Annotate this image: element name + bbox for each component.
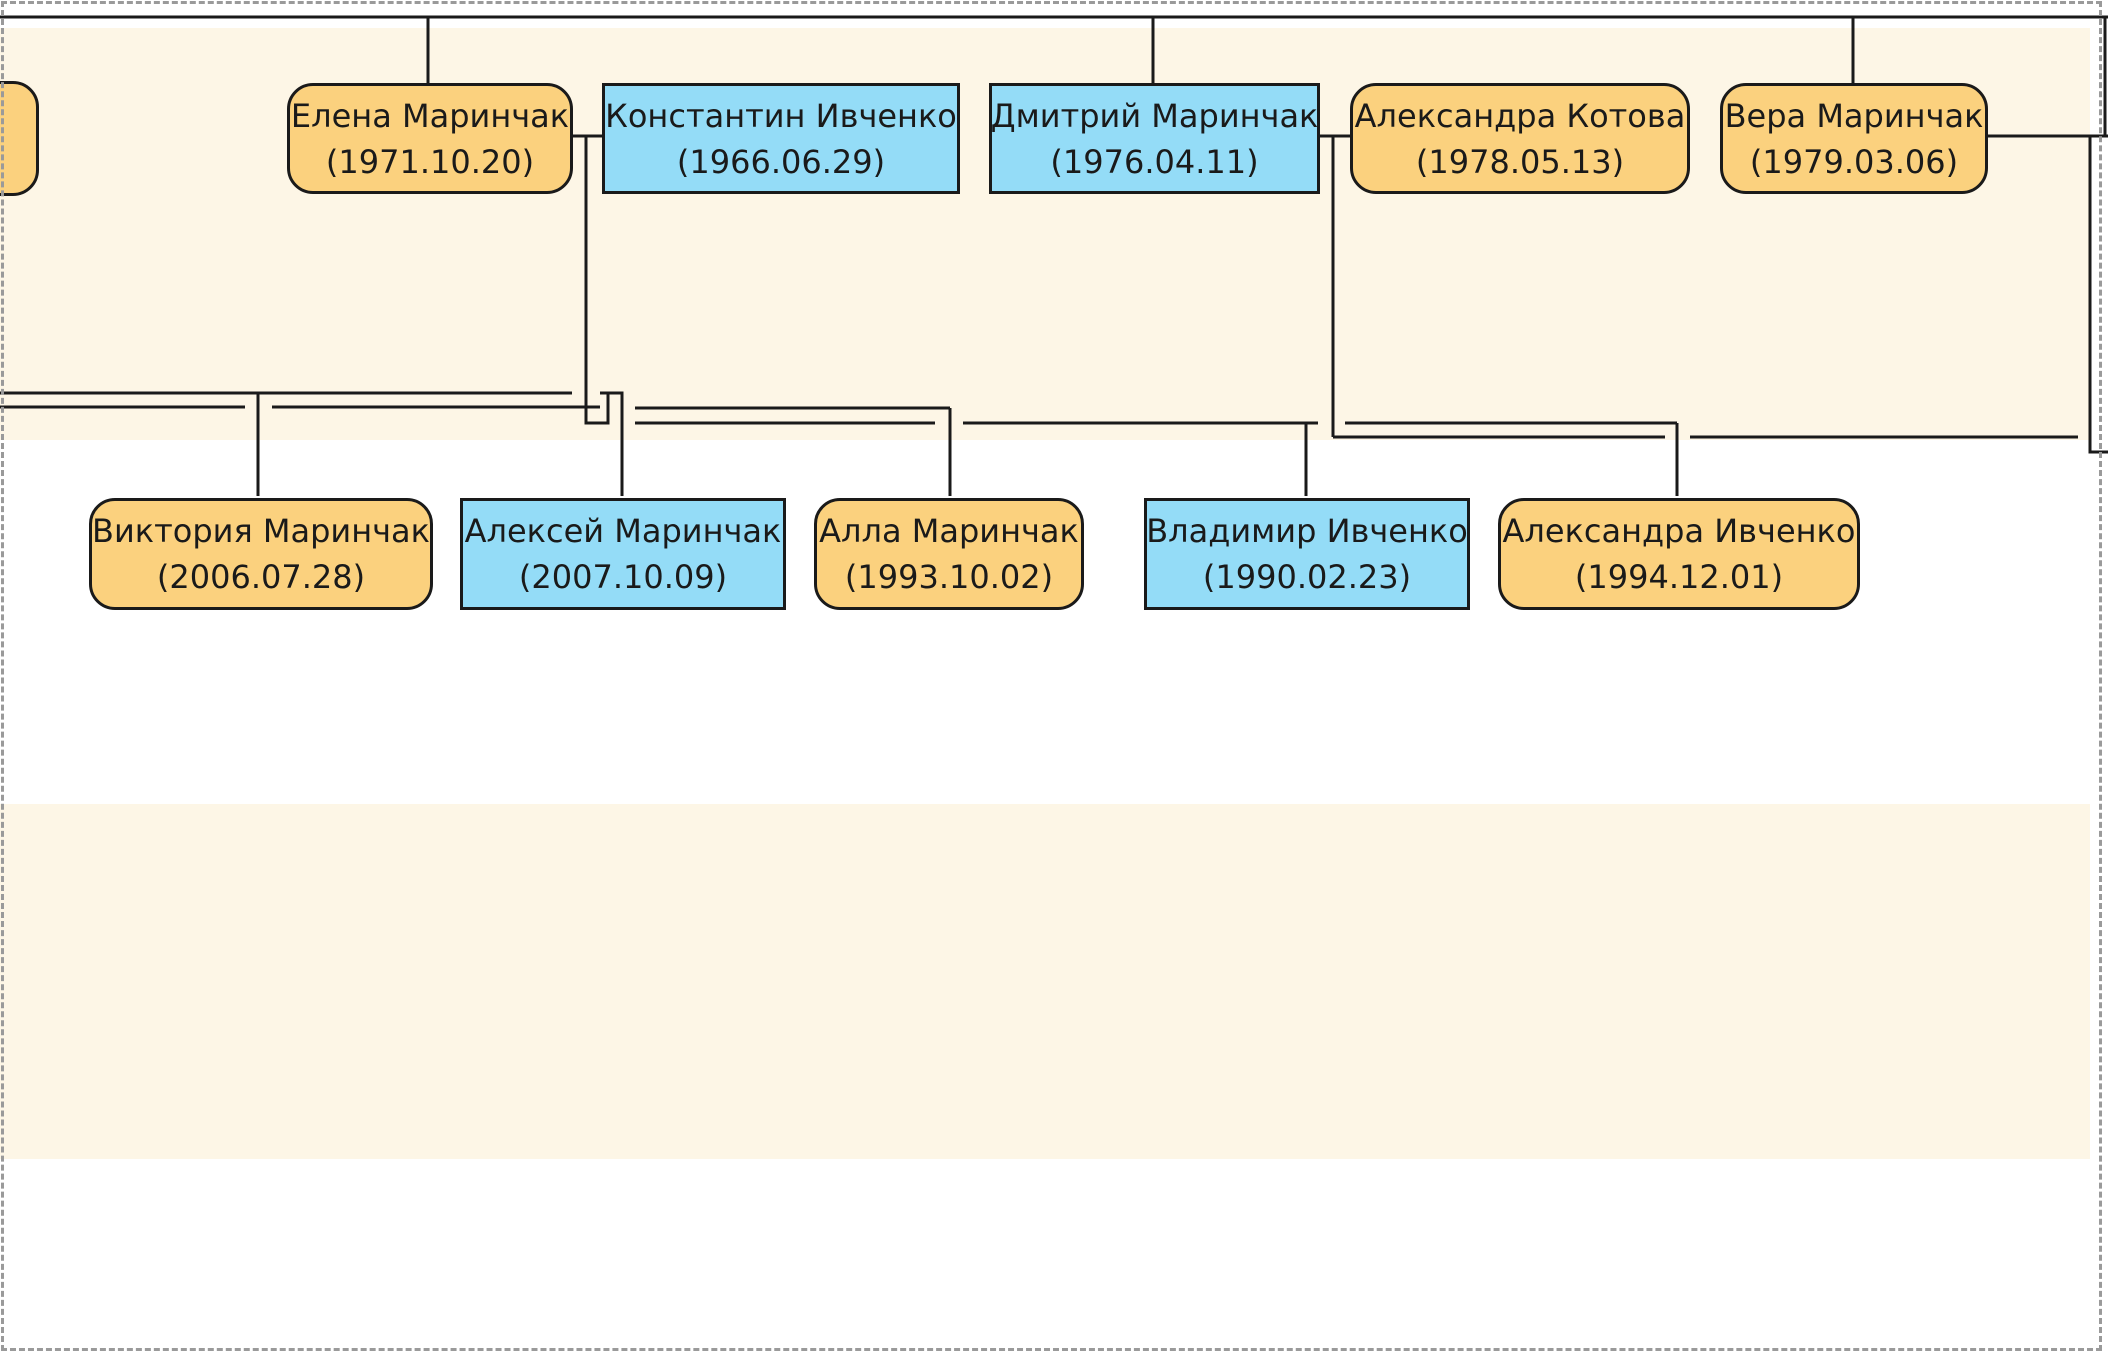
person-card-vladimir-ivchenko[interactable]: Владимир Ивченко (1990.02.23)	[1144, 498, 1470, 610]
person-card-aleksandra-ivchenko[interactable]: Александра Ивченко (1994.12.01)	[1498, 498, 1860, 610]
generation-band-bottom	[0, 804, 2090, 1159]
person-name: Вера Маринчак	[1724, 96, 1984, 135]
person-birthdate: (1990.02.23)	[1202, 558, 1412, 596]
person-name: Дмитрий Маринчак	[990, 96, 1319, 135]
person-card-alla-marinchak[interactable]: Алла Маринчак (1993.10.02)	[814, 498, 1084, 610]
person-card-partial-left[interactable]	[0, 81, 39, 196]
person-birthdate: (1971.10.20)	[325, 142, 535, 181]
person-birthdate: (1979.03.06)	[1749, 142, 1959, 181]
person-name: Алексей Маринчак	[464, 512, 782, 550]
person-name: Константин Ивченко	[605, 96, 957, 135]
person-card-dmitriy-marinchak[interactable]: Дмитрий Маринчак (1976.04.11)	[989, 83, 1320, 194]
person-birthdate: (1993.10.02)	[844, 558, 1054, 596]
person-card-konstantin-ivchenko[interactable]: Константин Ивченко (1966.06.29)	[602, 83, 960, 194]
person-birthdate: (1966.06.29)	[676, 142, 886, 181]
person-card-aleksey-marinchak[interactable]: Алексей Маринчак (2007.10.09)	[460, 498, 786, 610]
person-card-elena-marinchak[interactable]: Елена Маринчак (1971.10.20)	[287, 83, 573, 194]
person-card-viktoriya-marinchak[interactable]: Виктория Маринчак (2006.07.28)	[89, 498, 433, 610]
person-name: Александра Ивченко	[1502, 512, 1856, 550]
descent-from-elena-konstantin	[584, 136, 624, 496]
person-card-vera-marinchak[interactable]: Вера Маринчак (1979.03.06)	[1720, 83, 1988, 194]
person-birthdate: (1976.04.11)	[1050, 142, 1259, 181]
person-birthdate: (2006.07.28)	[156, 558, 366, 596]
person-name: Александра Котова	[1354, 96, 1686, 135]
person-birthdate: (2007.10.09)	[518, 558, 728, 596]
person-name: Виктория Маринчак	[92, 512, 430, 550]
person-birthdate: (1994.12.01)	[1574, 558, 1784, 596]
person-name: Елена Маринчак	[290, 96, 570, 135]
person-name: Владимир Ивченко	[1146, 512, 1468, 550]
person-birthdate: (1978.05.13)	[1415, 142, 1625, 181]
person-card-aleksandra-kotova[interactable]: Александра Котова (1978.05.13)	[1350, 83, 1690, 194]
person-name: Алла Маринчак	[819, 512, 1079, 550]
